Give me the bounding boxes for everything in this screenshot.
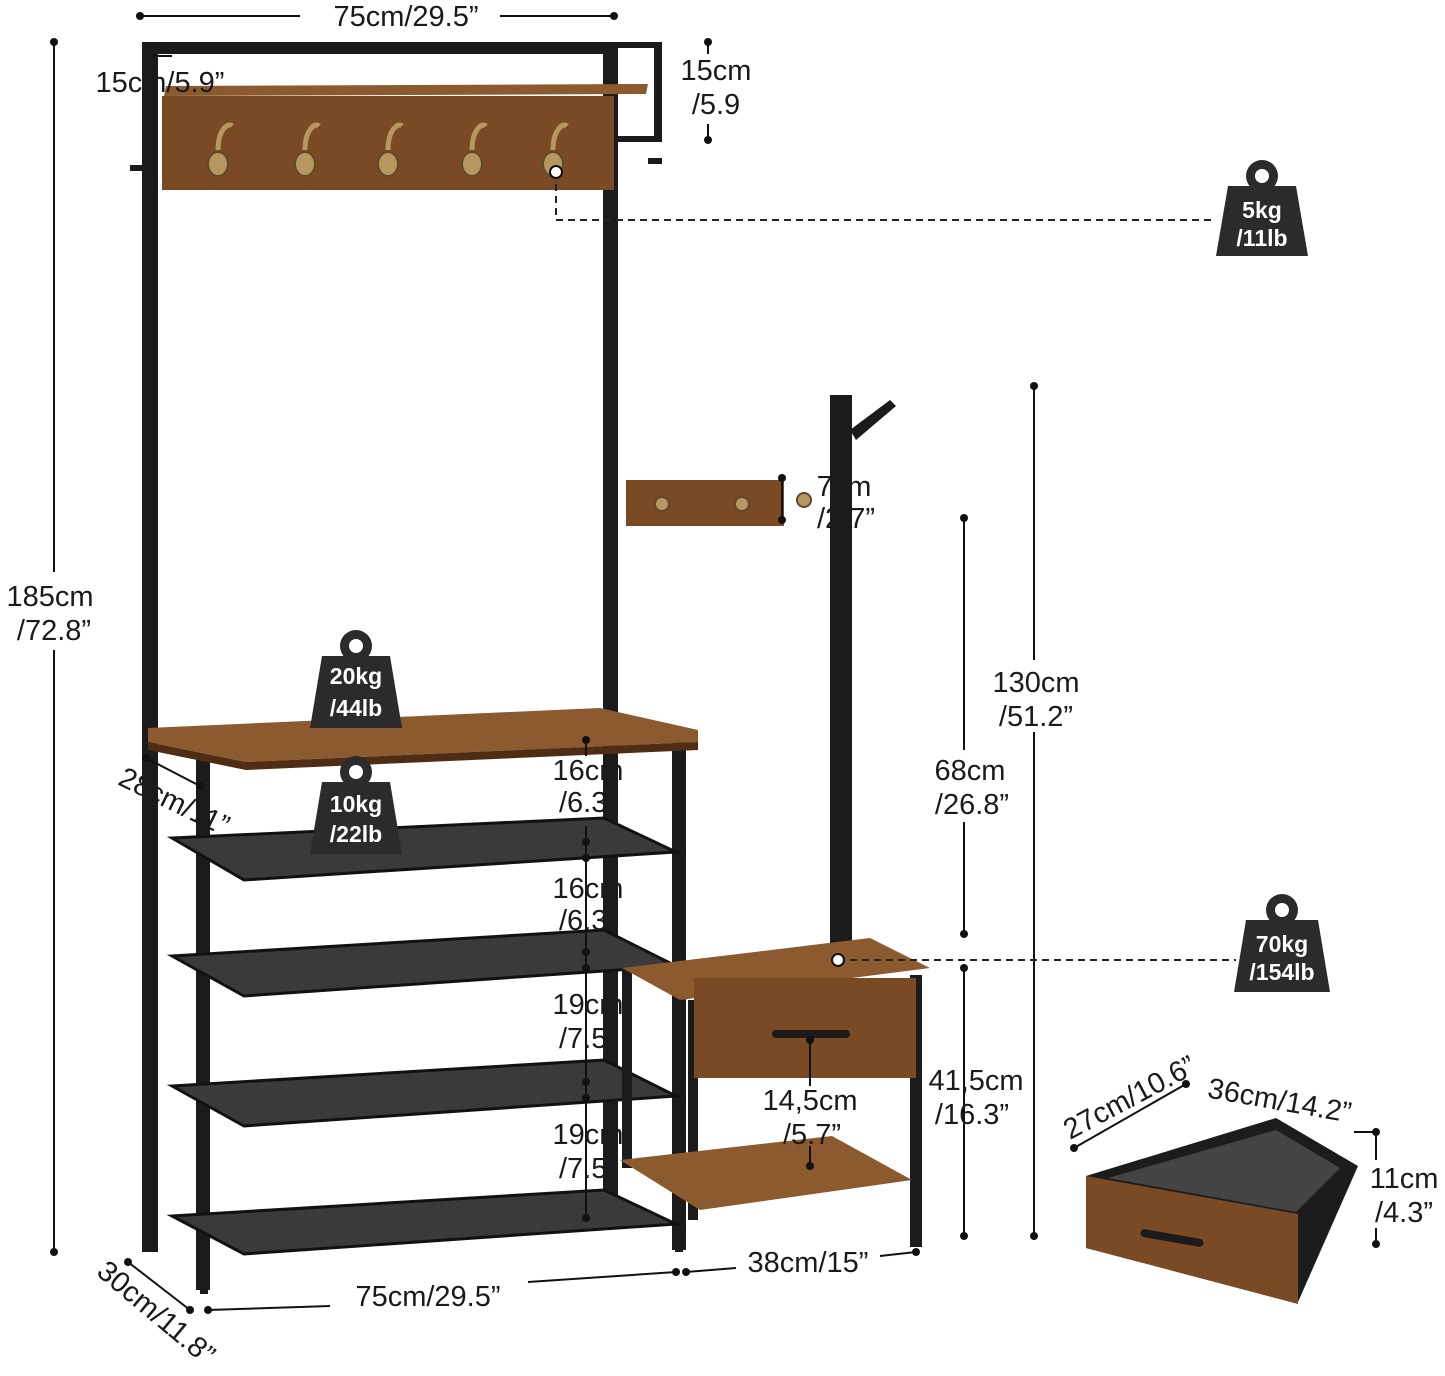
- weight-shelf-lb: /22lb: [330, 821, 382, 847]
- gap3-cm: 19cm: [553, 989, 624, 1021]
- weight-side-bench-kg: 70kg: [1256, 931, 1308, 957]
- total-height-cm: 185cm: [6, 581, 93, 613]
- top-shelf: [164, 84, 648, 96]
- total-height-in: /72.8”: [17, 615, 91, 647]
- side-lower-in: /16.3”: [935, 1099, 1009, 1131]
- gap1-in: /6.3”: [559, 787, 617, 819]
- weight-bench-lb: /44lb: [330, 695, 382, 721]
- side-height-in: /51.2”: [999, 701, 1073, 733]
- weight-badge-shelf: 10kg /22lb: [310, 756, 402, 854]
- top-width-label: 75cm/29.5”: [333, 1, 478, 33]
- drawer-height-in: /4.3”: [1375, 1197, 1433, 1229]
- weight-badge-side-bench: 70kg /154lb: [1234, 894, 1330, 992]
- weight-badge-hook: 5kg /11lb: [1216, 160, 1308, 256]
- drawer-height-cm: 11cm: [1370, 1163, 1439, 1195]
- weight-hook-kg: 5kg: [1242, 197, 1282, 223]
- side-bench-frame: [622, 395, 922, 1247]
- side-hook-cm: 7cm: [817, 471, 872, 503]
- weight-bench-kg: 20kg: [330, 663, 382, 689]
- weight-badge-bench: 20kg /44lb: [310, 630, 402, 728]
- side-hook-in: /2.7”: [817, 503, 875, 535]
- side-shelf-gap-in: /5.7”: [783, 1119, 841, 1151]
- drawer-depth-label: 27cm/10.6”: [1058, 1050, 1201, 1146]
- side-lower-cm: 41,5cm: [928, 1065, 1023, 1097]
- side-drawer: [694, 978, 916, 1078]
- hook-board-height-cm: 15cm: [681, 55, 752, 87]
- bottom-width-label: 75cm/29.5”: [355, 1281, 500, 1313]
- side-width-label: 38cm/15”: [748, 1247, 869, 1279]
- side-hook-board: [626, 480, 784, 526]
- gap4-in: /7.5”: [559, 1153, 617, 1185]
- side-hooks: [654, 492, 812, 512]
- side-height-cm: 130cm: [992, 667, 1079, 699]
- side-lower-shelf: [620, 1136, 912, 1210]
- weight-side-bench-lb: /154lb: [1249, 959, 1314, 985]
- side-upper-in: /26.8”: [935, 789, 1009, 821]
- gap3-in: /7.5”: [559, 1023, 617, 1055]
- gap4-cm: 19cm: [553, 1119, 624, 1151]
- top-depth-label: 15cm/5.9”: [96, 67, 225, 99]
- hook-board-height-in: /5.9: [692, 89, 740, 121]
- dimension-lines: [50, 12, 1380, 1314]
- bench-depth-label: 28cm/11”: [114, 762, 235, 843]
- weight-hook-lb: /11lb: [1236, 225, 1287, 251]
- drawer-box: [1086, 1118, 1358, 1304]
- weight-shelf-kg: 10kg: [330, 791, 382, 817]
- gap2-in: /6.3”: [559, 905, 617, 937]
- bench-top: [148, 708, 698, 762]
- side-upper-cm: 68cm: [935, 755, 1006, 787]
- gap2-cm: 16cm: [553, 873, 624, 905]
- gap1-cm: 16cm: [553, 755, 624, 787]
- side-shelf-gap-cm: 14,5cm: [762, 1085, 857, 1117]
